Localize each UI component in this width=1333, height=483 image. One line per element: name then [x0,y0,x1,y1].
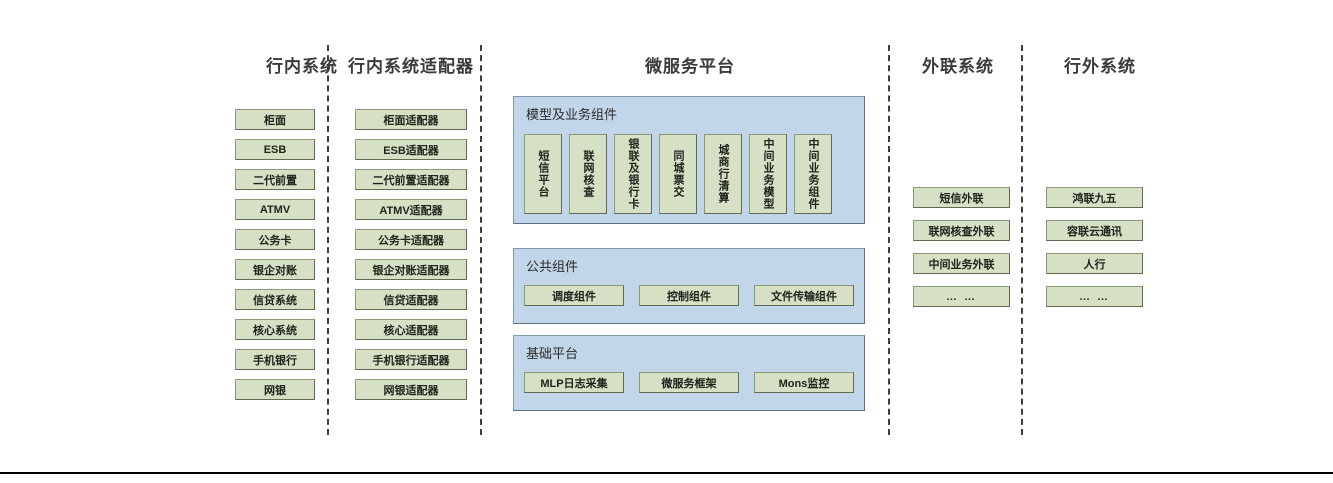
node-external-link-systems-1[interactable]: 联网核查外联 [913,220,1010,241]
node-internal-adapters-4[interactable]: 公务卡适配器 [355,229,467,250]
bottom-divider [0,472,1333,474]
node-label-model-business-components-1: 联网核查 [582,150,595,198]
node-internal-systems-7[interactable]: 核心系统 [235,319,315,340]
node-label-model-business-components-5: 中间业务模型 [762,138,775,210]
node-internal-systems-4[interactable]: 公务卡 [235,229,315,250]
node-model-business-components-2[interactable]: 银联及银行卡 [614,134,652,214]
node-model-business-components-3[interactable]: 同城票交 [659,134,697,214]
node-internal-adapters-6[interactable]: 信贷适配器 [355,289,467,310]
sep-4 [1021,45,1023,435]
node-internal-adapters-8[interactable]: 手机银行适配器 [355,349,467,370]
node-internal-systems-1[interactable]: ESB [235,139,315,160]
node-public-components-1[interactable]: 控制组件 [639,285,739,306]
node-base-platform-1[interactable]: 微服务框架 [639,372,739,393]
node-internal-systems-9[interactable]: 网银 [235,379,315,400]
column-title-internal-adapters: 行内系统适配器 [348,57,474,76]
column-title-outside-bank-systems: 行外系统 [1064,57,1136,76]
node-internal-systems-5[interactable]: 银企对账 [235,259,315,280]
node-internal-adapters-5[interactable]: 银企对账适配器 [355,259,467,280]
node-model-business-components-5[interactable]: 中间业务模型 [749,134,787,214]
node-label-model-business-components-4: 城商行清算 [717,144,730,204]
node-internal-systems-2[interactable]: 二代前置 [235,169,315,190]
node-external-link-systems-0[interactable]: 短信外联 [913,187,1010,208]
node-base-platform-0[interactable]: MLP日志采集 [524,372,624,393]
sep-3 [888,45,890,435]
column-title-microservice-platform: 微服务平台 [645,57,735,76]
node-model-business-components-6[interactable]: 中间业务组件 [794,134,832,214]
node-label-model-business-components-0: 短信平台 [537,150,550,198]
node-base-platform-2[interactable]: Mons监控 [754,372,854,393]
node-model-business-components-0[interactable]: 短信平台 [524,134,562,214]
node-internal-adapters-3[interactable]: ATMV适配器 [355,199,467,220]
node-internal-adapters-1[interactable]: ESB适配器 [355,139,467,160]
node-internal-systems-3[interactable]: ATMV [235,199,315,220]
node-external-link-systems-2[interactable]: 中间业务外联 [913,253,1010,274]
node-internal-adapters-0[interactable]: 柜面适配器 [355,109,467,130]
node-external-link-systems-3[interactable]: … … [913,286,1010,307]
node-label-model-business-components-6: 中间业务组件 [807,138,820,210]
node-internal-systems-8[interactable]: 手机银行 [235,349,315,370]
node-outside-bank-systems-1[interactable]: 容联云通讯 [1046,220,1143,241]
column-title-internal-systems: 行内系统 [266,57,338,76]
node-outside-bank-systems-0[interactable]: 鸿联九五 [1046,187,1143,208]
node-internal-systems-0[interactable]: 柜面 [235,109,315,130]
node-outside-bank-systems-2[interactable]: 人行 [1046,253,1143,274]
node-internal-adapters-2[interactable]: 二代前置适配器 [355,169,467,190]
node-internal-systems-6[interactable]: 信贷系统 [235,289,315,310]
column-title-external-link-systems: 外联系统 [922,57,994,76]
panel-label-model-business-components: 模型及业务组件 [526,107,618,122]
node-label-model-business-components-2: 银联及银行卡 [627,138,640,210]
node-public-components-2[interactable]: 文件传输组件 [754,285,854,306]
node-model-business-components-4[interactable]: 城商行清算 [704,134,742,214]
node-public-components-0[interactable]: 调度组件 [524,285,624,306]
panel-label-base-platform: 基础平台 [526,346,579,361]
panel-label-public-components: 公共组件 [526,259,579,274]
node-internal-adapters-9[interactable]: 网银适配器 [355,379,467,400]
node-outside-bank-systems-3[interactable]: … … [1046,286,1143,307]
node-model-business-components-1[interactable]: 联网核查 [569,134,607,214]
sep-2 [480,45,482,435]
node-internal-adapters-7[interactable]: 核心适配器 [355,319,467,340]
node-label-model-business-components-3: 同城票交 [672,150,685,198]
sep-1 [327,45,329,435]
